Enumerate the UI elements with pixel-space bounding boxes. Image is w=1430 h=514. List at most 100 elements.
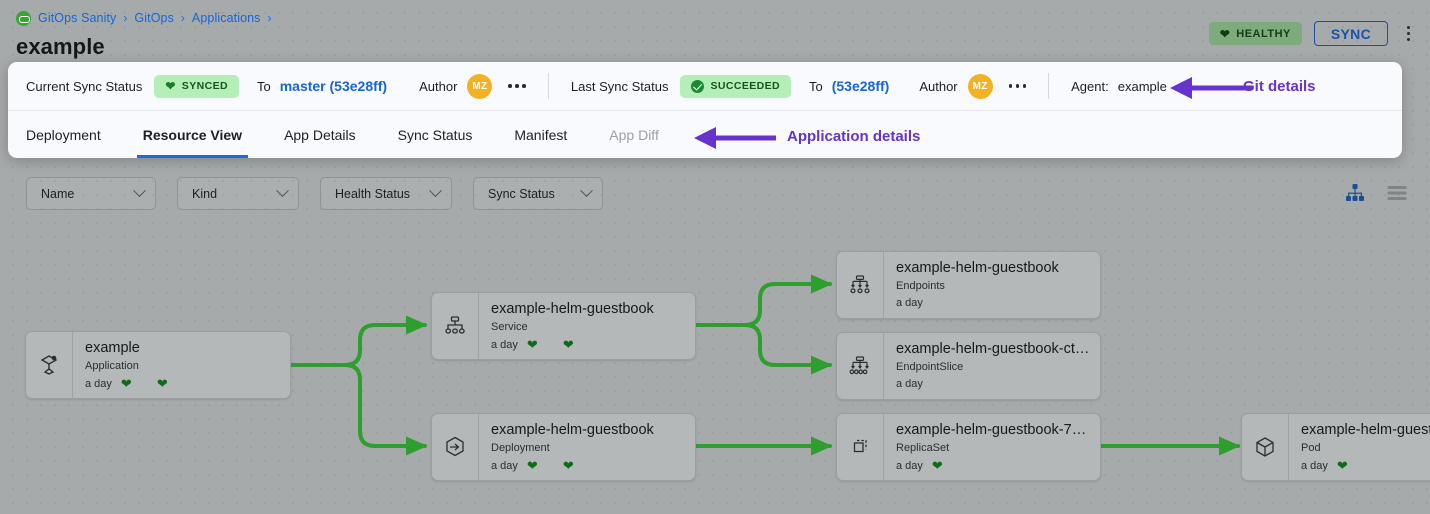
tab-deployment[interactable]: Deployment bbox=[26, 111, 101, 158]
health-heart-icon: ❤ bbox=[931, 458, 943, 473]
filter-kind-select[interactable]: Kind bbox=[177, 177, 299, 210]
current-revision-link[interactable]: master (53e28ff) bbox=[279, 78, 388, 94]
sync-heart-icon: ❤ bbox=[156, 376, 168, 391]
node-age: a day bbox=[491, 459, 518, 472]
graph-node-deployment[interactable]: example-helm-guestbook Deployment a day … bbox=[431, 413, 696, 481]
health-heart-icon: ❤ bbox=[1336, 458, 1348, 473]
current-sync-more-icon[interactable] bbox=[508, 84, 526, 88]
argo-logo-icon bbox=[16, 10, 31, 26]
chevron-down-icon bbox=[133, 184, 146, 198]
current-sync-status-label: Current Sync Status bbox=[26, 78, 143, 94]
health-heart-icon: ❤ bbox=[120, 376, 132, 391]
filter-label: Sync Status bbox=[488, 186, 555, 201]
breadcrumb-item-applications[interactable]: Applications bbox=[191, 11, 261, 25]
list-view-icon[interactable] bbox=[1386, 182, 1408, 204]
sync-heart-icon: ❤ bbox=[562, 458, 574, 473]
chevron-down-icon bbox=[429, 184, 442, 198]
filter-health-status-select[interactable]: Health Status bbox=[320, 177, 452, 210]
graph-node-endpointslice[interactable]: example-helm-guestbook-ct… EndpointSlice… bbox=[836, 332, 1101, 400]
divider bbox=[1048, 73, 1050, 99]
node-kind: Endpoints bbox=[896, 280, 945, 292]
endpoints-icon bbox=[837, 252, 884, 318]
service-icon bbox=[432, 293, 479, 359]
node-kind: Deployment bbox=[491, 442, 550, 454]
annotation-label-application-details: Application details bbox=[787, 128, 921, 145]
heart-icon: ❤ bbox=[165, 79, 176, 93]
page-title: example bbox=[16, 34, 105, 59]
tab-label: Sync Status bbox=[397, 126, 473, 143]
health-status-badge: ❤ HEALTHY bbox=[1208, 22, 1302, 45]
node-name: example-helm-guestbook bbox=[896, 260, 1059, 276]
sync-heart-icon: ❤ bbox=[562, 337, 574, 352]
graph-node-pod[interactable]: example-helm-guest Pod a day ❤ bbox=[1241, 413, 1430, 481]
graph-node-service[interactable]: example-helm-guestbook Service a day ❤ ❤ bbox=[431, 292, 696, 360]
heart-icon: ❤ bbox=[1219, 26, 1231, 41]
tab-resource-view[interactable]: Resource View bbox=[136, 111, 249, 158]
tab-label: App Diff bbox=[609, 126, 659, 143]
view-mode-toggles bbox=[1344, 182, 1408, 204]
deployment-icon bbox=[432, 414, 479, 480]
node-kind: Pod bbox=[1301, 442, 1321, 454]
chevron-down-icon bbox=[276, 184, 289, 198]
breadcrumb: GitOps Sanity › GitOps › Applications › bbox=[16, 8, 1414, 28]
replicaset-icon bbox=[837, 414, 884, 480]
annotation-arrow-application-details bbox=[694, 127, 776, 149]
tab-manifest[interactable]: Manifest bbox=[514, 111, 567, 158]
graph-node-endpoints[interactable]: example-helm-guestbook Endpoints a day bbox=[836, 251, 1101, 319]
endpointslice-icon bbox=[837, 333, 884, 399]
graph-node-application[interactable]: example Application a day ❤ ❤ bbox=[25, 331, 291, 399]
kebab-menu-icon[interactable] bbox=[1400, 26, 1416, 41]
divider bbox=[547, 73, 549, 99]
filter-label: Kind bbox=[192, 186, 218, 201]
filter-label: Name bbox=[41, 186, 75, 201]
tab-label: Resource View bbox=[142, 126, 243, 143]
node-name: example-helm-guestbook bbox=[491, 422, 654, 438]
chevron-down-icon bbox=[580, 184, 593, 198]
current-author-label: Author bbox=[419, 78, 458, 94]
breadcrumb-separator-icon: › bbox=[180, 11, 185, 25]
tab-sync-status[interactable]: Sync Status bbox=[398, 111, 473, 158]
filter-name-select[interactable]: Name bbox=[26, 177, 156, 210]
node-age: a day bbox=[1301, 459, 1328, 472]
tab-app-diff[interactable]: App Diff bbox=[609, 111, 659, 158]
filter-sync-status-select[interactable]: Sync Status bbox=[473, 177, 603, 210]
current-author-avatar[interactable]: MZ bbox=[467, 73, 493, 99]
health-status-label: HEALTHY bbox=[1236, 27, 1291, 40]
last-author-label: Author bbox=[919, 78, 958, 94]
breadcrumb-item-gitops[interactable]: GitOps bbox=[134, 11, 174, 25]
last-to-label: To bbox=[809, 78, 823, 94]
filter-label: Health Status bbox=[335, 186, 411, 201]
agent-value: example bbox=[1117, 78, 1167, 94]
node-kind: ReplicaSet bbox=[896, 442, 950, 454]
breadcrumb-separator-icon: › bbox=[123, 11, 128, 25]
pod-icon bbox=[1242, 414, 1289, 480]
last-sync-status-label: Last Sync Status bbox=[570, 78, 669, 94]
node-name: example-helm-guestbook-74… bbox=[896, 422, 1090, 438]
node-age: a day bbox=[896, 459, 923, 472]
sync-button[interactable]: SYNC bbox=[1313, 21, 1388, 46]
last-sync-more-icon[interactable] bbox=[1008, 84, 1027, 88]
tab-label: App Details bbox=[284, 126, 356, 143]
breadcrumb-item-gitops-sanity[interactable]: GitOps Sanity bbox=[38, 11, 117, 25]
health-heart-icon: ❤ bbox=[526, 337, 538, 352]
annotation-label-git-details: Git details bbox=[1243, 78, 1316, 95]
node-name: example bbox=[85, 340, 140, 356]
health-heart-icon: ❤ bbox=[526, 458, 538, 473]
sync-status-bar: Current Sync Status ❤ SYNCED To master (… bbox=[8, 62, 1402, 110]
check-circle-icon bbox=[691, 79, 705, 93]
application-tabs: Deployment Resource View App Details Syn… bbox=[8, 110, 1402, 158]
tab-app-details[interactable]: App Details bbox=[284, 111, 356, 158]
tree-view-icon[interactable] bbox=[1344, 182, 1366, 204]
node-name: example-helm-guestbook-ct… bbox=[896, 341, 1090, 357]
last-revision-link[interactable]: (53e28ff) bbox=[831, 78, 890, 94]
header-actions: ❤ HEALTHY SYNC bbox=[1208, 21, 1416, 46]
node-kind: Application bbox=[85, 360, 139, 372]
node-age: a day bbox=[896, 378, 923, 390]
last-sync-status-badge: SUCCEEDED bbox=[680, 74, 791, 98]
node-name: example-helm-guest bbox=[1301, 422, 1430, 438]
last-author-avatar[interactable]: MZ bbox=[967, 73, 993, 99]
graph-node-replicaset[interactable]: example-helm-guestbook-74… ReplicaSet a … bbox=[836, 413, 1101, 481]
